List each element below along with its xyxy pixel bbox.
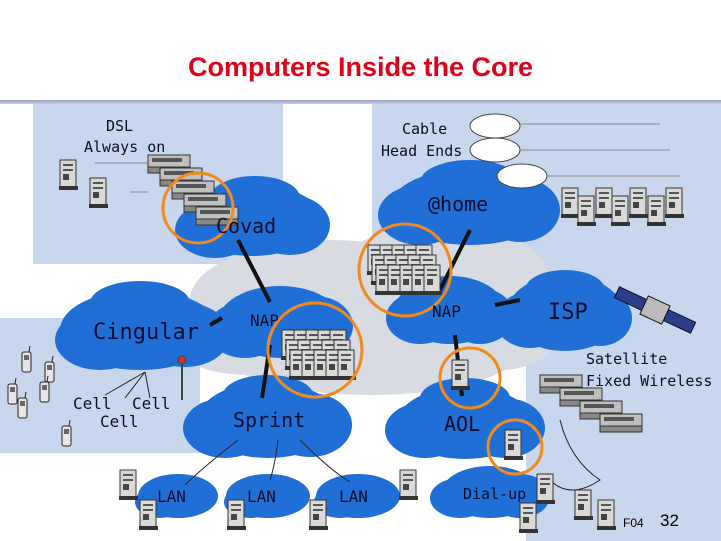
lan-3-cloud <box>314 474 400 518</box>
label-cell-3: Cell <box>100 412 139 431</box>
aol-cloud <box>385 378 545 459</box>
title-rule <box>0 100 721 104</box>
satellite-icon <box>613 286 697 334</box>
label-head-ends: Head Ends <box>381 142 463 160</box>
label-cingular: Cingular <box>93 320 199 345</box>
page-title: Computers Inside the Core <box>187 52 534 82</box>
isp-cloud <box>495 270 632 351</box>
dialup-cloud <box>430 466 550 518</box>
highlight-circles <box>161 171 544 476</box>
label-lan-2: LAN <box>247 487 276 506</box>
label-cell-2: Cell <box>132 394 171 413</box>
nap-server-farm <box>281 330 356 380</box>
label-nap-right: NAP <box>432 302 461 321</box>
label-cell-1: Cell <box>73 394 112 413</box>
cable-servers <box>560 187 685 227</box>
label-nap-left: NAP <box>250 311 279 330</box>
cable-ovals <box>469 113 548 189</box>
label-home: @home <box>428 192 489 216</box>
label-lan-3: LAN <box>339 487 368 506</box>
dsl-servers <box>58 154 239 226</box>
home-cloud <box>378 160 560 245</box>
label-dialup: Dial-up <box>463 485 527 503</box>
label-isp: ISP <box>548 300 588 325</box>
cell-tower <box>177 355 187 400</box>
label-dsl: DSL <box>106 117 134 135</box>
page-number: 32 <box>660 511 679 530</box>
footer-code: F04 <box>623 516 644 530</box>
label-satellite: Satellite <box>586 350 668 368</box>
sprint-cloud <box>183 375 352 458</box>
label-lan-1: LAN <box>157 487 186 506</box>
label-sprint: Sprint <box>233 408 306 432</box>
cell-phones <box>7 345 72 447</box>
label-fixed-wireless: Fixed Wireless <box>586 372 713 390</box>
label-cable: Cable <box>402 120 448 138</box>
lan-links <box>104 371 601 491</box>
label-aol: AOL <box>444 412 481 436</box>
label-always-on: Always on <box>84 138 166 156</box>
home-server-farm <box>367 245 442 295</box>
cingular-cloud <box>55 281 230 370</box>
label-covad: Covad <box>216 214 277 238</box>
cable-lines <box>95 123 680 193</box>
